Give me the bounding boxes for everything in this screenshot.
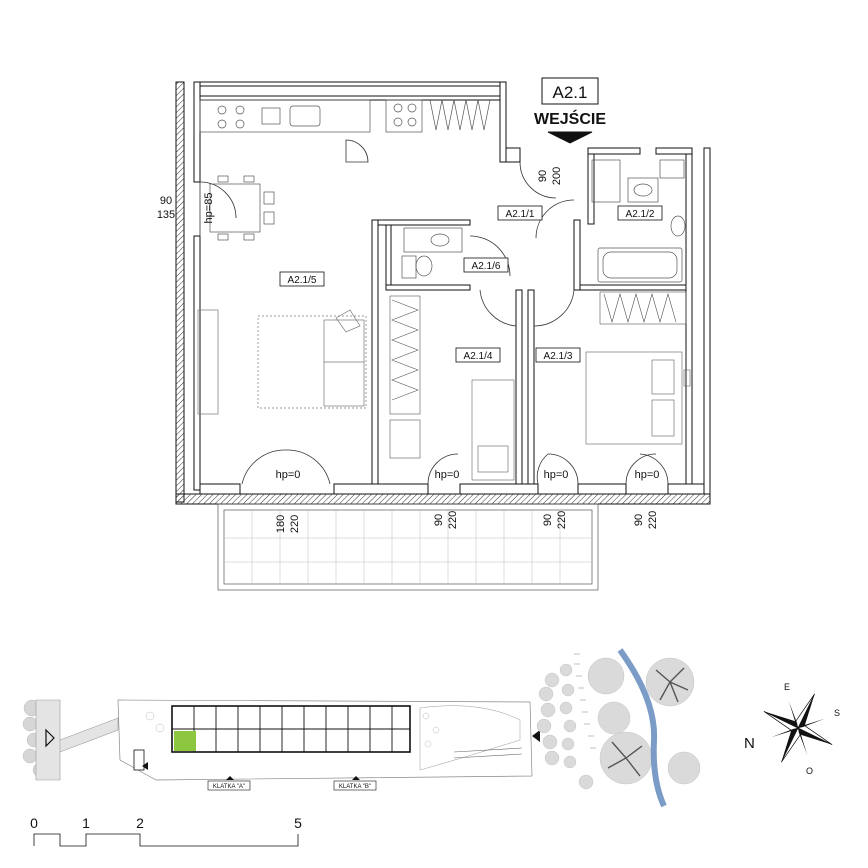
site-plan: KLATKA "A" KLATKA "B"	[22, 648, 701, 808]
entry-arrow-right-icon	[532, 730, 540, 742]
room-label-3: A2.1/3	[544, 351, 573, 362]
balcony	[217, 503, 599, 591]
apartment-id: A2.1	[553, 83, 588, 102]
room-label-4: A2.1/4	[464, 351, 493, 362]
stair-a-label: KLATKA "A"	[213, 784, 245, 790]
floor-plan-labels: A2.1 WEJŚCIE A2.1/1 A2.1/2 A2.1/3 A2.1/4…	[157, 83, 660, 533]
entrance-door-width: 90	[537, 170, 549, 182]
river	[617, 648, 667, 808]
stair-a-marker-icon	[226, 776, 234, 780]
entry-arrow-left-icon	[45, 728, 55, 748]
living-room-furniture	[197, 309, 367, 415]
wardrobes	[389, 291, 687, 459]
tree-branches	[607, 667, 689, 777]
small-building	[133, 749, 145, 771]
interior-walls	[193, 81, 711, 495]
entrance-door-height: 200	[551, 167, 563, 185]
room-label-1: A2.1/1	[506, 209, 535, 220]
door-room3-width: 90	[542, 514, 554, 526]
window-sill: hp=85	[203, 193, 215, 224]
compass-west: O	[806, 766, 813, 776]
scale-tick-2: 2	[136, 815, 144, 831]
stair-b-box	[333, 780, 377, 791]
room-label-5: A2.1/5	[288, 275, 317, 286]
site-shrubs	[145, 711, 440, 748]
apartment-highlight	[174, 731, 196, 751]
door-room2-sill: hp=0	[635, 469, 660, 481]
site-outline	[117, 699, 533, 781]
compass-south: S	[834, 708, 840, 718]
door-room2-height: 220	[647, 511, 659, 529]
bottom-wall-segments	[199, 483, 705, 495]
balcony-door-width: 180	[275, 515, 287, 533]
compass-rose	[763, 693, 833, 763]
entrance-arrow-icon	[547, 131, 593, 144]
trees-right	[536, 657, 701, 790]
outer-wall-left	[175, 81, 185, 503]
compass-north: N	[744, 735, 755, 752]
room-label-6: A2.1/6	[472, 261, 501, 272]
access-road	[35, 699, 119, 781]
door-room2-width: 90	[633, 514, 645, 526]
beds	[471, 351, 691, 481]
floor-plan	[175, 77, 711, 591]
scale-tick-5: 5	[294, 815, 302, 831]
entry-marker-icon	[142, 762, 148, 770]
scale-tick-0: 0	[30, 815, 38, 831]
parking-strip	[453, 747, 523, 759]
balcony-door-height: 220	[289, 515, 301, 533]
entrance-label: WEJŚCIE	[534, 109, 606, 128]
door-room3-sill: hp=0	[544, 469, 569, 481]
stair-b-label: KLATKA "B"	[339, 784, 371, 790]
bathroom-fixtures	[401, 159, 686, 283]
kitchen-unit	[199, 99, 491, 133]
door-room3-height: 220	[556, 511, 568, 529]
stair-b-marker-icon	[352, 776, 360, 780]
balcony-door-sill: hp=0	[276, 469, 301, 481]
building-units	[172, 706, 410, 752]
slope-ticks	[574, 653, 596, 749]
apartment-id-box	[541, 77, 599, 105]
door-room4-sill: hp=0	[435, 469, 460, 481]
scale-bar: 0 1 2 5	[30, 815, 302, 847]
scale-tick-1: 1	[82, 815, 90, 831]
compass-east: E	[784, 682, 790, 692]
window-width: 90	[160, 195, 172, 207]
room-label-2: A2.1/2	[626, 209, 655, 220]
door-swings	[199, 139, 669, 485]
door-room4-height: 220	[447, 511, 459, 529]
stair-a-box	[207, 780, 251, 791]
site-inner-path	[419, 705, 521, 771]
stair-labels: KLATKA "A" KLATKA "B"	[207, 776, 377, 791]
room-label-boxes	[279, 205, 663, 363]
dining-table	[209, 175, 275, 241]
door-room4-width: 90	[433, 514, 445, 526]
window-height: 135	[157, 209, 175, 221]
outer-wall-bottom	[175, 493, 711, 505]
